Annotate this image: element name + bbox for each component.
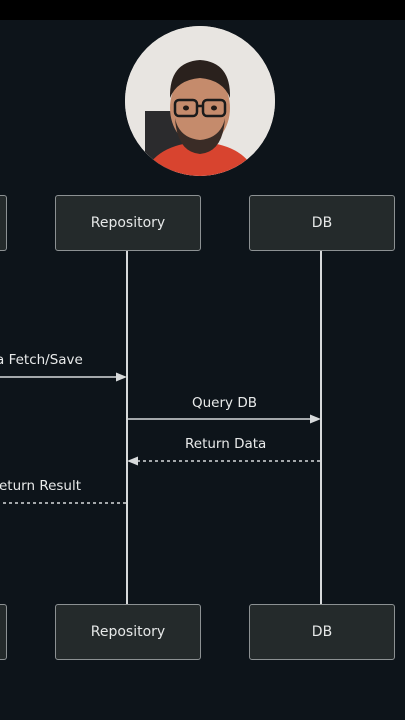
lifeline-repository xyxy=(126,251,128,604)
lifeline-db xyxy=(320,251,322,604)
participant-box-partial-left-bottom xyxy=(0,604,7,660)
participant-label: DB xyxy=(311,215,333,231)
participant-db-bottom: DB xyxy=(249,604,395,660)
message-label-query-db: Query DB xyxy=(192,395,257,411)
participant-repository-top: Repository xyxy=(55,195,201,251)
arrowhead-query-db xyxy=(310,414,321,424)
participant-label: Repository xyxy=(90,215,166,231)
participant-box-partial-left-top xyxy=(0,195,7,251)
participant-repository-bottom: Repository xyxy=(55,604,201,660)
arrowhead-fetch-save xyxy=(116,372,127,382)
participant-label: DB xyxy=(311,624,333,640)
message-label-fetch-save: a Fetch/Save xyxy=(0,352,83,368)
top-bar xyxy=(0,0,405,20)
participant-db-top: DB xyxy=(249,195,395,251)
presenter-avatar xyxy=(125,26,275,176)
message-label-return-result: eturn Result xyxy=(0,478,82,494)
presenter-portrait xyxy=(125,26,275,176)
arrowhead-return-data xyxy=(127,456,138,466)
message-label-return-data: Return Data xyxy=(185,436,267,452)
participant-label: Repository xyxy=(90,624,166,640)
